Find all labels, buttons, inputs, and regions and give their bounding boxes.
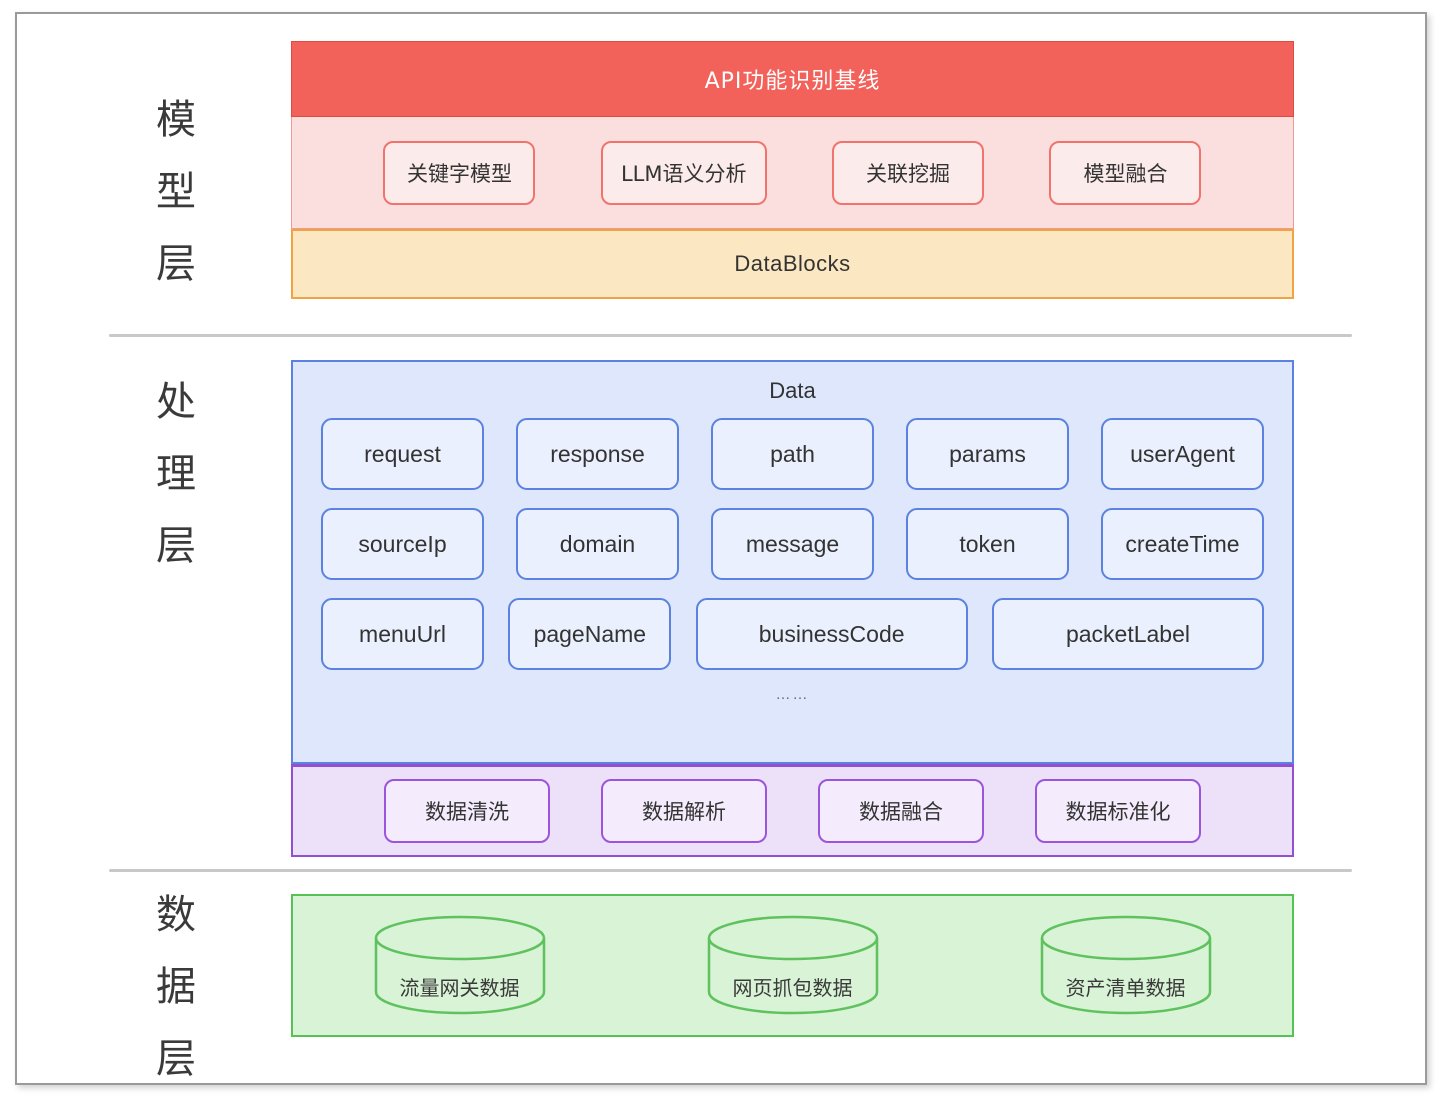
datablocks-band: DataBlocks xyxy=(291,229,1294,299)
transform-pill-data-fusion[interactable]: 数据融合 xyxy=(818,779,984,843)
field-packetlabel[interactable]: packetLabel xyxy=(991,598,1264,670)
field-menuurl[interactable]: menuUrl xyxy=(321,598,484,670)
field-domain[interactable]: domain xyxy=(516,508,679,580)
data-source-label: 流量网关数据 xyxy=(399,975,520,1000)
layer-label-model-char-1: 模 xyxy=(156,97,198,143)
layer-label-processing-char-1: 处 xyxy=(156,379,198,425)
section-divider-model-processing xyxy=(109,334,1352,337)
data-box-title: Data xyxy=(769,378,816,403)
field-row-3: menuUrl pageName businessCode packetLabe… xyxy=(321,598,1264,670)
field-createtime[interactable]: createTime xyxy=(1101,508,1264,580)
transform-pill-data-parsing[interactable]: 数据解析 xyxy=(601,779,767,843)
data-fields-box: Data request response path params userAg… xyxy=(291,360,1294,764)
model-pill-association-mining[interactable]: 关联挖掘 xyxy=(831,140,984,205)
field-businesscode[interactable]: businessCode xyxy=(695,598,968,670)
field-params[interactable]: params xyxy=(906,418,1069,490)
layer-label-data-char-1: 数 xyxy=(156,892,198,938)
data-source-asset-inventory[interactable]: 资产清单数据 xyxy=(1037,912,1215,1020)
layer-label-data-char-2: 据 xyxy=(156,964,198,1010)
layer-label-model-char-2: 型 xyxy=(156,169,198,215)
model-layer-group: API功能识别基线 关键字模型 LLM语义分析 关联挖掘 模型融合 DataBl… xyxy=(291,41,1294,313)
model-pill-llm-semantic[interactable]: LLM语义分析 xyxy=(600,140,767,205)
layer-label-model-char-3: 层 xyxy=(156,241,198,287)
field-ellipsis: …… xyxy=(775,686,810,703)
data-transform-band: 数据清洗 数据解析 数据融合 数据标准化 xyxy=(291,764,1294,857)
database-cylinder-icon xyxy=(1040,915,1211,1014)
database-cylinder-icon xyxy=(707,915,878,1014)
layer-label-processing-char-2: 理 xyxy=(156,451,198,497)
field-response[interactable]: response xyxy=(516,418,679,490)
layer-label-processing-char-3: 层 xyxy=(156,523,198,569)
data-layer-group: 流量网关数据 网页抓包数据 资产清单数据 xyxy=(291,894,1294,1037)
model-pill-model-fusion[interactable]: 模型融合 xyxy=(1049,140,1202,205)
field-row-1: request response path params userAgent xyxy=(321,418,1264,490)
section-divider-processing-data xyxy=(109,869,1352,872)
field-row-2: sourceIp domain message token createTime xyxy=(321,508,1264,580)
data-source-label: 网页抓包数据 xyxy=(732,975,853,1000)
transform-pill-data-standardization[interactable]: 数据标准化 xyxy=(1035,779,1201,843)
layer-label-data: 数 据 层 xyxy=(122,879,232,1095)
model-pill-keyword[interactable]: 关键字模型 xyxy=(383,140,536,205)
field-message[interactable]: message xyxy=(711,508,874,580)
diagram-card: 模 型 层 处 理 层 数 据 层 API功能识别基线 关键字模型 LLM语义分… xyxy=(15,12,1427,1085)
database-cylinder-icon xyxy=(374,915,545,1014)
data-source-web-packet-capture[interactable]: 网页抓包数据 xyxy=(704,912,882,1020)
processing-layer-group: Data request response path params userAg… xyxy=(291,360,1294,857)
layer-label-data-char-3: 层 xyxy=(156,1036,198,1082)
layer-label-model: 模 型 层 xyxy=(122,84,232,300)
field-request[interactable]: request xyxy=(321,418,484,490)
field-pagename[interactable]: pageName xyxy=(508,598,672,670)
api-baseline-banner: API功能识别基线 xyxy=(291,41,1294,117)
layer-label-processing: 处 理 层 xyxy=(122,366,232,582)
model-pill-band: 关键字模型 LLM语义分析 关联挖掘 模型融合 xyxy=(291,117,1294,229)
transform-pill-data-cleaning[interactable]: 数据清洗 xyxy=(384,779,550,843)
field-token[interactable]: token xyxy=(906,508,1069,580)
field-sourceip[interactable]: sourceIp xyxy=(321,508,484,580)
data-source-traffic-gateway[interactable]: 流量网关数据 xyxy=(371,912,549,1020)
field-path[interactable]: path xyxy=(711,418,874,490)
data-source-label: 资产清单数据 xyxy=(1065,975,1186,1000)
field-useragent[interactable]: userAgent xyxy=(1101,418,1264,490)
